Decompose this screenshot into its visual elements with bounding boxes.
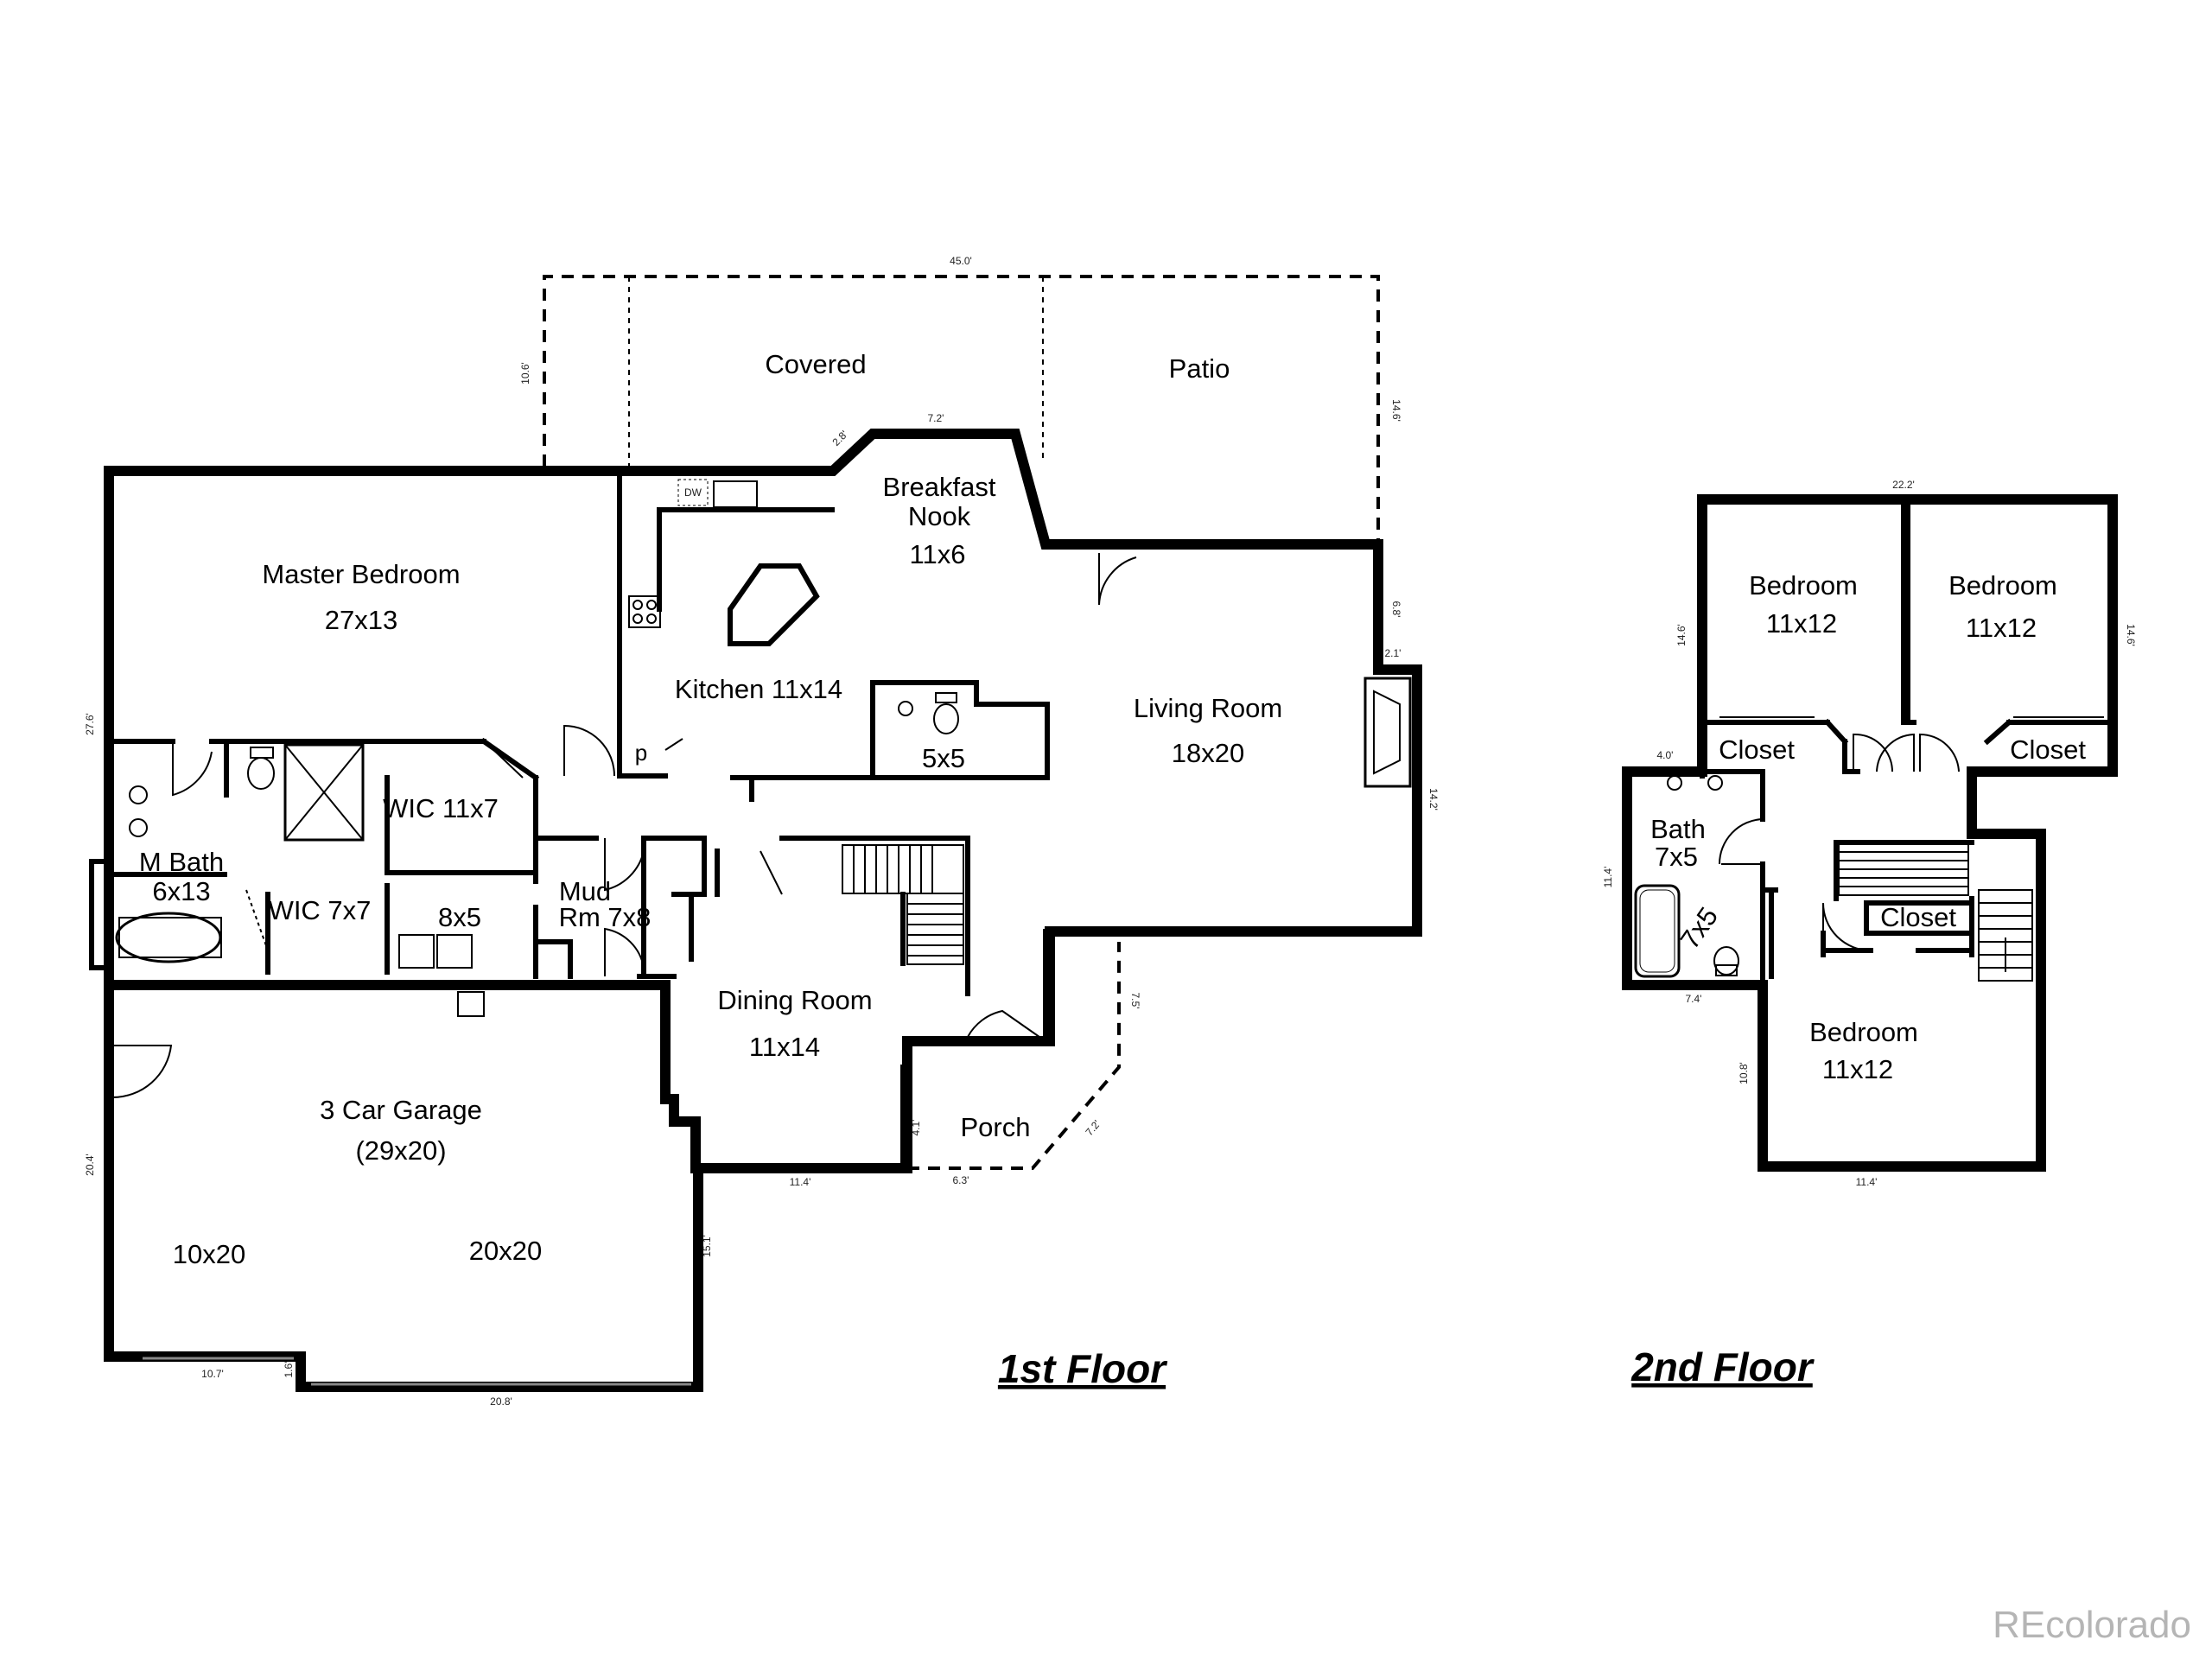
dim-right-side: 14.6' bbox=[2125, 624, 2137, 646]
house-exterior-wall bbox=[104, 429, 1422, 1173]
appliances bbox=[398, 479, 959, 1017]
dim-garage-door-large: 20.8' bbox=[490, 1395, 512, 1408]
second-floor-stairs bbox=[1838, 842, 2033, 982]
second-floor-title: 2nd Floor bbox=[1630, 1344, 1815, 1389]
label-garage: 3 Car Garage bbox=[320, 1095, 482, 1125]
label-bath-size: 7x5 bbox=[1655, 842, 1698, 872]
dim-porch-depth: 4.1' bbox=[910, 1120, 922, 1136]
label-powder-size: 5x5 bbox=[922, 743, 965, 773]
first-floor-title: 1st Floor bbox=[998, 1346, 1167, 1391]
label-living-room-size: 18x20 bbox=[1172, 738, 1244, 768]
label-bedroom-a-size: 11x12 bbox=[1766, 608, 1837, 639]
second-floor-interior-walls bbox=[1624, 497, 2115, 988]
master-bath-fixtures bbox=[115, 743, 365, 963]
dim-nook-width: 7.2' bbox=[928, 412, 944, 424]
label-laundry-size: 8x5 bbox=[438, 902, 481, 932]
label-breakfast: Breakfast bbox=[883, 472, 996, 502]
label-m-bath: M Bath bbox=[139, 847, 224, 877]
porch-outline bbox=[907, 942, 1121, 1170]
label-bedroom-c-size: 11x12 bbox=[1822, 1054, 1893, 1084]
label-wic-small: WIC 7x7 bbox=[269, 895, 372, 925]
dim-nook-angle: 2.8' bbox=[830, 429, 850, 448]
dimension-labels-second: 22.2' 14.6' 14.6' 4.0' 11.4' 7.4' 10.8' … bbox=[1602, 479, 2137, 1188]
label-dining-room-size: 11x14 bbox=[749, 1032, 820, 1062]
label-master-bedroom: Master Bedroom bbox=[262, 559, 460, 589]
label-closet-b: Closet bbox=[2010, 734, 2086, 765]
dim-porch-side: 7.5' bbox=[1129, 993, 1141, 1009]
interior-walls bbox=[106, 471, 1050, 1169]
label-nook-size: 11x6 bbox=[910, 539, 966, 569]
garage-wall bbox=[104, 980, 703, 1392]
dim-fireplace: 2.1' bbox=[1385, 647, 1402, 659]
dim-garage-side: 15.1' bbox=[701, 1235, 713, 1257]
label-dishwasher: DW bbox=[684, 486, 702, 499]
dim-living-side-2: 14.2' bbox=[1427, 788, 1440, 810]
label-pantry: p bbox=[635, 740, 647, 766]
dim-hall-width: 7.4' bbox=[1686, 993, 1702, 1005]
label-patio: Patio bbox=[1169, 353, 1230, 384]
fireplace bbox=[1363, 677, 1412, 788]
label-living-room: Living Room bbox=[1134, 693, 1282, 723]
dim-bath-width: 4.0' bbox=[1657, 749, 1674, 761]
doors bbox=[172, 553, 1137, 1042]
dim-living-side-1: 6.8' bbox=[1390, 601, 1402, 618]
label-nook: Nook bbox=[908, 501, 971, 531]
bay-window bbox=[89, 859, 106, 970]
label-bedroom-b: Bedroom bbox=[1948, 570, 2057, 601]
room-labels-second: Bedroom 11x12 Bedroom 11x12 Closet Close… bbox=[1650, 570, 2086, 1084]
dim-garage-jog: 1.6' bbox=[283, 1362, 295, 1378]
watermark: REcolorado bbox=[1993, 1604, 2191, 1646]
garage-side-door bbox=[111, 1045, 173, 1099]
label-mud: Mud bbox=[559, 876, 611, 906]
label-dining-room: Dining Room bbox=[717, 985, 872, 1015]
dim-bottom-width: 11.4' bbox=[1856, 1176, 1878, 1188]
label-closet-c: Closet bbox=[1880, 902, 1956, 932]
label-m-bath-size: 6x13 bbox=[152, 876, 210, 906]
label-bedroom-c: Bedroom bbox=[1809, 1017, 1918, 1047]
dim-patio-depth-right: 14.6' bbox=[1390, 399, 1402, 422]
dim-patio-depth-left: 10.6' bbox=[519, 362, 531, 385]
dim-porch-width: 6.3' bbox=[953, 1174, 969, 1186]
dim-porch-angle: 7.2' bbox=[1083, 1118, 1103, 1139]
label-bedroom-b-size: 11x12 bbox=[1966, 613, 2037, 643]
first-floor-plan: Covered Patio Breakfast Nook 11x6 Master… bbox=[84, 255, 1440, 1408]
label-porch: Porch bbox=[961, 1112, 1031, 1142]
dimension-labels-first: 45.0' 10.6' 14.6' 7.2' 2.8' 6.8' 2.1' 14… bbox=[84, 255, 1440, 1408]
first-floor-stairs bbox=[842, 844, 964, 965]
dim-garage-door-small: 10.7' bbox=[201, 1368, 224, 1380]
label-garage-right-bay: 20x20 bbox=[469, 1236, 542, 1266]
label-closet-a: Closet bbox=[1719, 734, 1795, 765]
label-bath-b-size: 7x5 bbox=[1675, 901, 1724, 954]
label-garage-size: (29x20) bbox=[355, 1135, 446, 1166]
second-floor-bath-fixtures bbox=[1634, 775, 1739, 978]
dim-bath-side: 11.4' bbox=[1602, 867, 1614, 888]
dim-master-depth: 27.6' bbox=[84, 713, 96, 735]
label-master-bedroom-size: 27x13 bbox=[325, 605, 397, 635]
second-floor-doors bbox=[1719, 716, 2104, 951]
dim-left-side: 14.6' bbox=[1675, 624, 1688, 646]
dim-bedroom-c-side: 10.8' bbox=[1738, 1062, 1750, 1084]
covered-patio-outline bbox=[543, 275, 1380, 540]
second-floor-plan: Bedroom 11x12 Bedroom 11x12 Closet Close… bbox=[1602, 479, 2137, 1389]
label-covered: Covered bbox=[765, 349, 866, 379]
dim-dining-width: 11.4' bbox=[790, 1176, 811, 1188]
label-garage-left-bay: 10x20 bbox=[173, 1239, 245, 1269]
dim-patio-width: 45.0' bbox=[950, 255, 972, 267]
label-bedroom-a: Bedroom bbox=[1749, 570, 1858, 601]
dim-garage-depth: 20.4' bbox=[84, 1154, 96, 1176]
label-bath: Bath bbox=[1650, 814, 1706, 844]
label-wic-large: WIC 11x7 bbox=[383, 793, 499, 823]
dim-top-width: 22.2' bbox=[1892, 479, 1915, 491]
label-mud-room: Rm 7x8 bbox=[559, 902, 652, 932]
kitchen-island bbox=[728, 563, 820, 646]
room-labels-first: Covered Patio Breakfast Nook 11x6 Master… bbox=[139, 349, 1282, 1269]
label-kitchen: Kitchen 11x14 bbox=[675, 674, 842, 704]
